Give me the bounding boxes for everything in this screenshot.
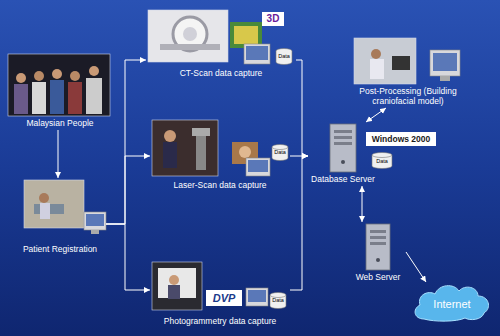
connector [296, 60, 308, 156]
connector [366, 108, 386, 122]
disk-label: Data [372, 157, 392, 166]
node-label: Web Server [350, 272, 406, 282]
post-processing-node: Post-Processing (Building craniofacial m… [350, 36, 466, 108]
node-label: Database Server [308, 174, 378, 184]
node-label: Patient Registration [14, 244, 106, 254]
node-label: Photogrammetry data capture [150, 316, 290, 326]
connector [106, 156, 150, 224]
ct-scan-photo [148, 10, 292, 65]
connector [362, 186, 363, 222]
node-label: Laser-Scan data capture [150, 180, 290, 190]
laser-scan-photo [152, 120, 288, 176]
post-processing-photo [354, 38, 460, 84]
people-photo [8, 54, 110, 116]
disk-label: Data [270, 296, 286, 305]
connector [106, 60, 146, 224]
laser-scan-node: Laser-Scan data capture [150, 118, 290, 192]
node-label: Malaysian People [6, 118, 114, 128]
connector [106, 224, 150, 290]
node-label: Internet [433, 298, 470, 311]
disk-label: Data [272, 148, 288, 157]
internet-cloud: Internet [412, 282, 492, 322]
connector [290, 156, 308, 290]
logo-3d: 3D [262, 12, 284, 26]
registration-photo [24, 180, 106, 234]
node-label: Post-Processing (Building craniofacial m… [350, 86, 466, 106]
windows-logo: Windows 2000 [366, 132, 436, 146]
connector [58, 130, 59, 178]
registration-node: Patient Registration [14, 178, 106, 256]
photogrammetry-photo [152, 262, 286, 310]
logo-dvp: DVP [206, 290, 242, 306]
web-server-icon [366, 224, 390, 270]
disk-label: Data [276, 52, 292, 61]
people-node: Malaysian People [6, 52, 114, 130]
connector [406, 252, 426, 282]
node-label: CT-Scan data capture [146, 68, 296, 78]
web-server-node: Web Server [350, 222, 406, 284]
connector [290, 156, 308, 157]
